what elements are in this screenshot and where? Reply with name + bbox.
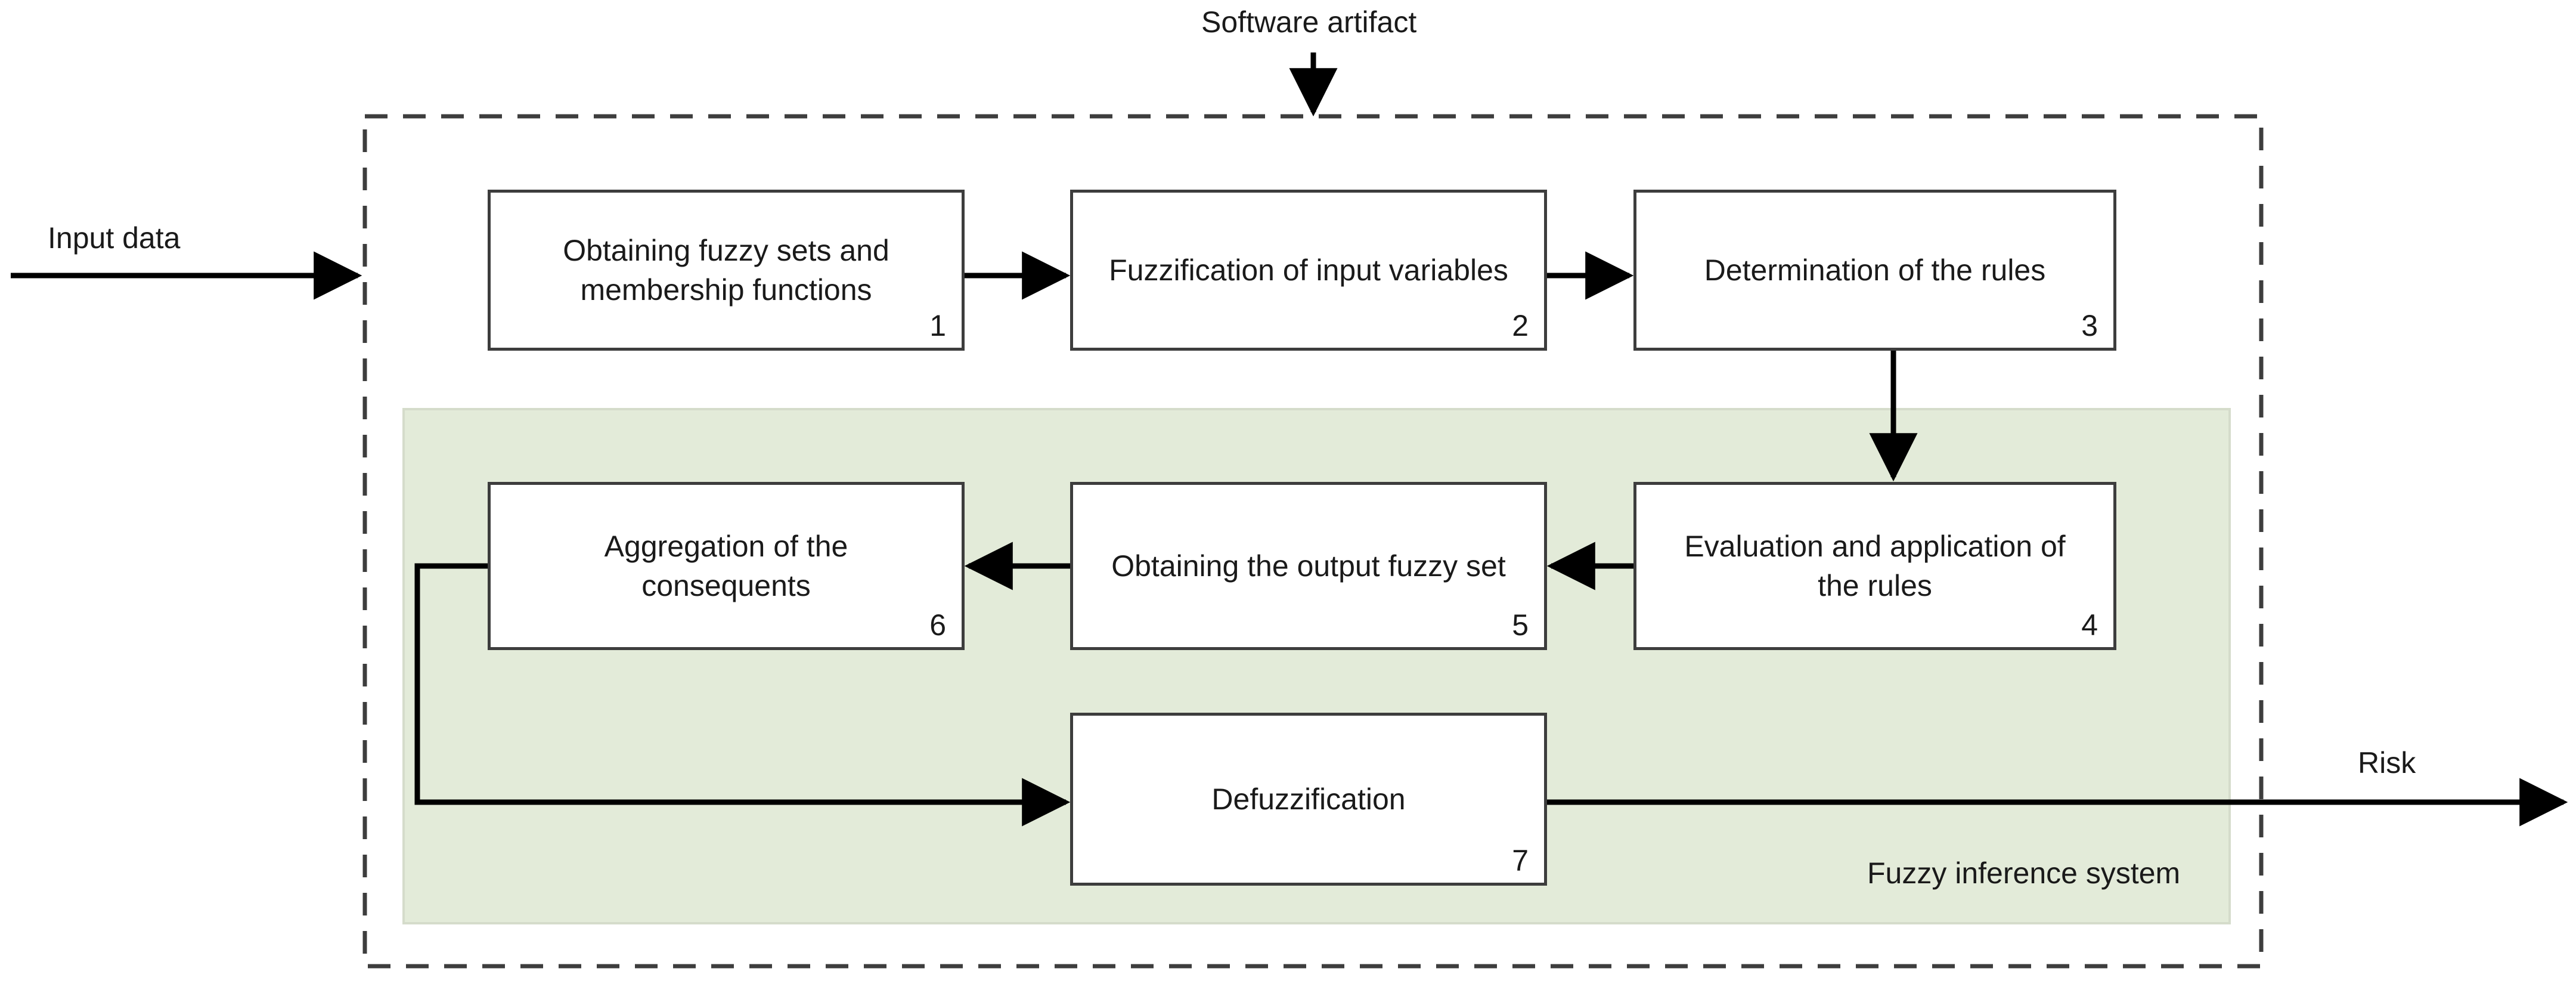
input-data-label: Input data: [48, 221, 181, 255]
fuzzy-inference-system-label: Fuzzy inference system: [1867, 856, 2181, 890]
node-label: Obtaining the output fuzzy set: [1111, 549, 1506, 583]
node-label: Defuzzification: [1211, 782, 1406, 816]
node-evaluation-application-of-rules[interactable]: Evaluation and application of the rules …: [1633, 482, 2116, 650]
node-label: Fuzzification of input variables: [1109, 253, 1508, 287]
node-number: 5: [1512, 608, 1529, 642]
node-label: Evaluation and application of the rules: [1684, 530, 2066, 602]
risk-label: Risk: [2358, 746, 2416, 780]
node-obtaining-output-fuzzy-set[interactable]: Obtaining the output fuzzy set 5: [1070, 482, 1547, 650]
software-artifact-label: Software artifact: [1201, 5, 1417, 39]
node-defuzzification[interactable]: Defuzzification 7: [1070, 713, 1547, 886]
node-number: 7: [1512, 844, 1529, 877]
node-label: Aggregation of the consequents: [604, 530, 848, 602]
node-number: 3: [2081, 309, 2098, 342]
node-obtaining-fuzzy-sets[interactable]: Obtaining fuzzy sets and membership func…: [488, 190, 965, 351]
node-determination-of-rules[interactable]: Determination of the rules 3: [1633, 190, 2116, 351]
node-number: 6: [929, 608, 946, 642]
node-number: 1: [929, 309, 946, 342]
node-aggregation-of-consequents[interactable]: Aggregation of the consequents 6: [488, 482, 965, 650]
node-fuzzification[interactable]: Fuzzification of input variables 2: [1070, 190, 1547, 351]
node-number: 2: [1512, 309, 1529, 342]
node-label: Obtaining fuzzy sets and membership func…: [563, 234, 889, 307]
node-label: Determination of the rules: [1704, 253, 2046, 287]
node-number: 4: [2081, 608, 2098, 642]
